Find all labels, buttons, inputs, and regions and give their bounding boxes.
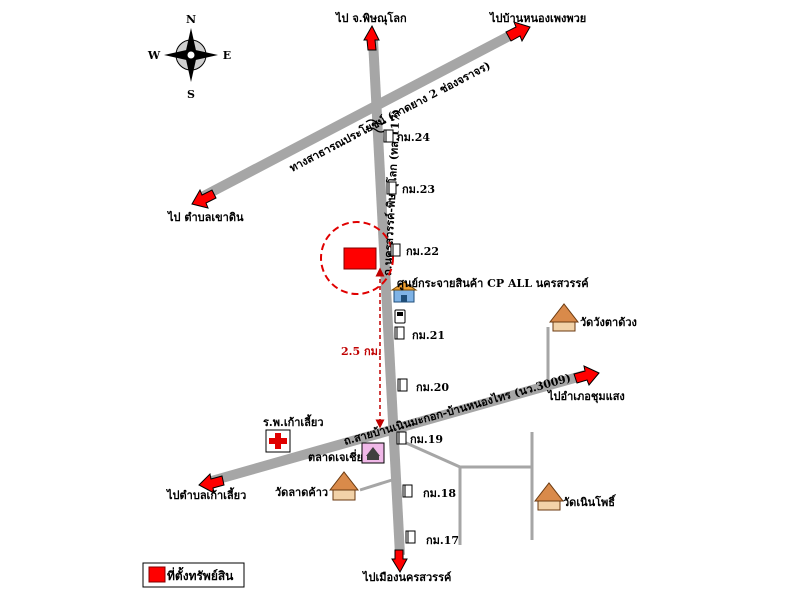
km-label: กม.24	[397, 131, 430, 144]
compass-rose-icon	[164, 28, 218, 82]
to-tambon-kao-liao-label: ไปตำบลเก้าเลี้ยว	[165, 487, 246, 502]
km-label: กม.22	[406, 245, 439, 258]
property-circle	[320, 221, 394, 295]
km-label: กม.18	[423, 487, 456, 500]
km-marker-icon	[390, 243, 401, 257]
to-phitsanulok-label: ไป จ.พิษณุโลก	[334, 11, 407, 26]
km-label: กม.21	[412, 329, 445, 342]
road-break-icon	[365, 119, 387, 133]
legend-swatch	[148, 566, 166, 583]
arrow-north-icon	[363, 24, 380, 51]
distance-label: 2.5 กม.	[341, 345, 382, 358]
compass-w-label: W	[147, 49, 161, 62]
arrow-northeast-icon	[505, 21, 531, 43]
side-road-lad-kao	[359, 478, 393, 492]
km-marker-icon	[386, 181, 397, 195]
legend: ที่ตั้งทรัพย์สิน	[142, 562, 245, 588]
wat-noen-pho-label: วัดเนินโพธิ์	[563, 494, 617, 509]
km-label: กม.23	[402, 183, 435, 196]
road-nw3009-label: ถ.สายบ้านเนินมะกอก-บ้านหนองไทร (นว.3009)	[342, 370, 572, 448]
arrow-southwest-icon	[198, 472, 225, 494]
compass-e-label: E	[223, 49, 231, 62]
hospital-icon	[265, 429, 291, 453]
warehouse-icon	[390, 281, 418, 303]
km-marker-icon	[402, 484, 413, 498]
market-label: ตลาดเจเชี่ย	[308, 449, 363, 464]
km-marker-icon	[383, 129, 394, 143]
compass-n-label: N	[186, 13, 196, 26]
wat-wang-ta-duang-label: วัดวังตาด้วง	[580, 316, 637, 329]
temple-icon	[533, 482, 565, 511]
highway-117-road	[368, 39, 405, 556]
km-label: กม.20	[416, 381, 449, 394]
fuel-station-icon	[394, 309, 406, 324]
temple-icon	[328, 471, 360, 501]
arrow-east-icon	[573, 365, 600, 386]
km-label: กม.19	[410, 433, 443, 446]
km-marker-icon	[396, 431, 407, 445]
to-amphoe-chum-saeng-label: ไปอำเภอชุมแสง	[546, 389, 625, 404]
market-icon	[361, 442, 385, 464]
km-marker-icon	[394, 326, 405, 340]
arrow-south-icon	[391, 549, 408, 574]
property-marker[interactable]	[343, 247, 377, 270]
road-nw3009	[206, 370, 587, 487]
km-marker-icon	[405, 530, 416, 544]
arrow-west-icon	[191, 188, 217, 209]
public-road	[197, 28, 518, 203]
wat-lad-kao-label: วัดลาดค้าว	[275, 486, 328, 499]
to-tambon-khao-din-label: ไป ตำบลเขาดิน	[166, 210, 244, 224]
km-marker-icon	[397, 378, 408, 392]
to-mueang-nakhon-sawan-label: ไปเมืองนครสวรรค์	[361, 570, 451, 584]
to-ban-nong-phong-phai-label: ไปบ้านหนองเพงพวย	[488, 11, 586, 25]
compass-s-label: S	[187, 88, 195, 101]
temple-icon	[548, 303, 580, 332]
hospital-label: ร.พ.เก้าเลี้ยว	[263, 414, 324, 429]
legend-label: ที่ตั้งทรัพย์สิน	[167, 566, 234, 583]
km-label: กม.17	[426, 534, 459, 547]
roads	[197, 28, 587, 556]
cp-all-label: ศูนย์กระจายสินค้า CP ALL นครสวรรค์	[397, 277, 589, 291]
